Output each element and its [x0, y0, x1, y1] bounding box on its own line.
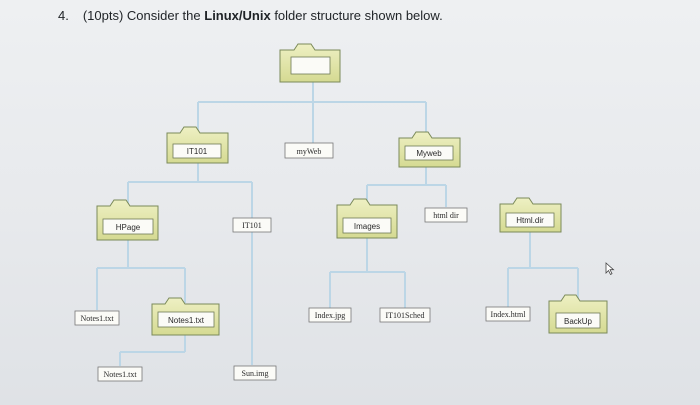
tree-connectors [96, 82, 579, 366]
connector-htmldir [507, 232, 579, 307]
question-prefix: (10pts) Consider the [82, 8, 205, 23]
folder-label-it101-small: IT101 [242, 221, 262, 230]
mouse-pointer-icon [605, 262, 615, 276]
folder-html-dir2: Html.dir [499, 197, 562, 233]
folder-it101-small: IT101 [232, 217, 272, 233]
question-number: 4. [58, 8, 69, 23]
question-suffix: folder structure shown below. [270, 8, 443, 23]
folder-myweb-right: Myweb [398, 131, 461, 168]
file-notes1-left: Notes1.txt [74, 310, 120, 326]
folder-it101: IT101 [166, 126, 229, 164]
folder-label-html-dir: html dir [433, 211, 459, 220]
folder-backup: BackUp [548, 294, 608, 334]
file-label-sun-img: Sun.img [242, 369, 269, 378]
folder-myweb-left: myWeb [284, 142, 334, 159]
connector-images [329, 238, 406, 308]
folder-label-hpage: HPage [116, 223, 141, 232]
file-label-notes1-left: Notes1.txt [80, 314, 114, 323]
folder-label-myweb-right: Myweb [416, 149, 442, 158]
folder-images: Images [336, 198, 398, 239]
file-label-notes1-bottom: Notes1.txt [103, 370, 137, 379]
connector-myweb [366, 167, 447, 207]
folder-root [279, 43, 341, 83]
folder-label-html-dir2: Html.dir [516, 216, 544, 225]
connector-notes1 [119, 335, 186, 366]
connector-hpage [96, 240, 186, 310]
connector-it101 [127, 163, 253, 218]
file-it101sched: IT101Sched [379, 307, 431, 323]
folder-label-notes1-mid: Notes1.txt [168, 316, 205, 325]
folder-label-backup: BackUp [564, 317, 593, 326]
file-label-index-html: Index.html [491, 310, 527, 319]
folder-label-myweb-left: myWeb [297, 147, 322, 156]
connector-root [197, 82, 427, 143]
folder-label-images: Images [354, 222, 380, 231]
folder-html-dir: html dir [424, 207, 468, 223]
folder-label-it101: IT101 [187, 147, 208, 156]
question-text: 4. (10pts) Consider the Linux/Unix folder… [58, 8, 443, 23]
file-sun-img: Sun.img [233, 365, 277, 381]
file-notes1-bottom: Notes1.txt [97, 366, 143, 382]
question-emphasis: Linux/Unix [204, 8, 271, 23]
file-label-index-jpg: Index.jpg [315, 311, 345, 320]
folder-notes1-mid: Notes1.txt [151, 297, 220, 336]
file-index-jpg: Index.jpg [308, 307, 352, 323]
folder-hpage: HPage [96, 199, 159, 241]
file-index-html: Index.html [485, 306, 531, 322]
file-label-it101sched: IT101Sched [385, 311, 424, 320]
